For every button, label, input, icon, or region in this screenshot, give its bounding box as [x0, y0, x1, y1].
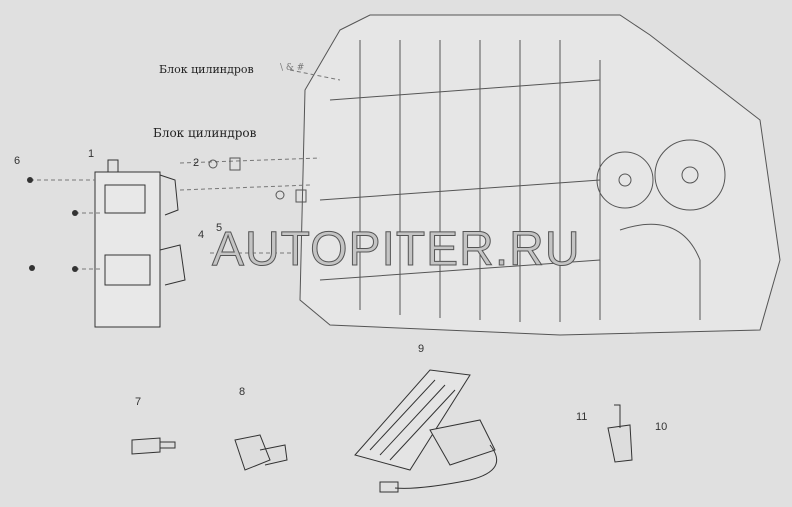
speed-sensor: [607, 404, 633, 463]
leader-lines: [30, 69, 341, 270]
bolt-set: [208, 157, 307, 203]
cylinder-block: [299, 14, 781, 336]
temperature-sensor: [131, 437, 176, 455]
callout-6: 6: [14, 155, 21, 167]
caption-cylinder-block: Блок цилиндров: [159, 63, 254, 76]
callout-5: 5: [216, 222, 223, 234]
bolts: [27, 177, 78, 272]
position-sensor: [234, 434, 288, 471]
caption-cylinder-block-left: Блок цилиндров: [153, 126, 257, 140]
watermark: AUTOPITER.RU: [211, 223, 581, 277]
callout-8: 8: [239, 386, 246, 398]
callout-2: 2: [193, 157, 200, 169]
accelerator-pedal: [354, 369, 498, 493]
callout-10: 10: [655, 421, 668, 433]
callout-9: 9: [418, 343, 425, 355]
callout-4: 4: [198, 229, 205, 241]
callout-1: 1: [88, 148, 95, 160]
caption-ref-mark: \ & #: [280, 63, 305, 73]
callout-11: 11: [576, 411, 588, 423]
ecu-module: [94, 159, 186, 328]
callout-7: 7: [135, 396, 142, 408]
